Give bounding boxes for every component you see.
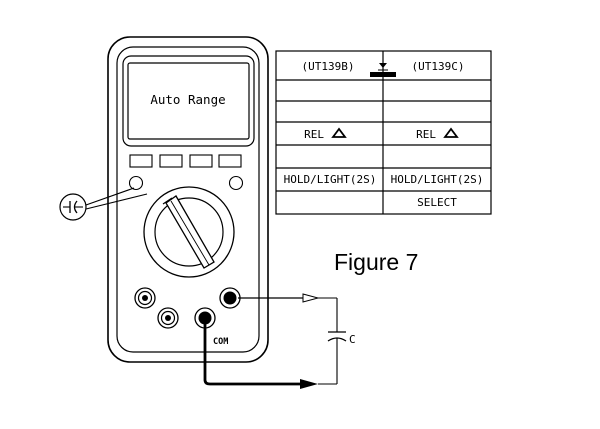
lcd-text: Auto Range — [150, 92, 225, 107]
black-probe-tip — [300, 379, 318, 389]
jack-ma-left[interactable] — [157, 307, 179, 329]
button-symbol-icon — [370, 58, 396, 77]
rotary-switch[interactable] — [143, 186, 235, 278]
rotary-switch-outer — [143, 186, 235, 278]
meter-inner-case — [116, 46, 260, 353]
function-button-1[interactable] — [129, 154, 153, 168]
function-buttons — [129, 154, 242, 168]
rotary-switch-pointer — [165, 195, 215, 269]
jack-a-left[interactable] — [134, 287, 156, 309]
capacitor-icon — [63, 200, 83, 214]
select-label: SELECT — [417, 196, 457, 209]
red-probe-tip — [302, 293, 320, 303]
rotary-switch-inner — [154, 197, 224, 267]
delta-icon-left — [331, 127, 347, 138]
lcd-screen — [127, 62, 250, 140]
hold-light-right-label: HOLD/LIGHT(2S) — [391, 173, 484, 186]
table-header-right: (UT139C) — [412, 60, 465, 73]
right-round-key[interactable] — [228, 175, 244, 191]
capacitance-callout — [59, 187, 148, 221]
function-button-3[interactable] — [189, 154, 213, 168]
rel-right-label: REL — [416, 128, 436, 141]
delta-icon-right — [443, 127, 459, 138]
function-button-2[interactable] — [159, 154, 183, 168]
function-button-4[interactable] — [218, 154, 242, 168]
function-table: (UT139B) (UT139C) REL REL HOLD/LIGHT(2S)… — [275, 50, 492, 215]
multimeter: Auto Range — [107, 36, 269, 363]
input-jacks — [134, 287, 241, 329]
black-test-lead — [203, 318, 302, 386]
hold-light-left-label: HOLD/LIGHT(2S) — [284, 173, 377, 186]
com-label: COM — [213, 337, 228, 347]
capacitance-indicator-circle — [59, 193, 87, 221]
left-round-key[interactable] — [128, 175, 144, 191]
test-circuit: C — [203, 293, 356, 389]
figure-caption: Figure 7 — [334, 249, 418, 275]
table-header-left: (UT139B) — [302, 60, 355, 73]
rel-left-label: REL — [304, 128, 324, 141]
meter-outer-case — [107, 36, 269, 363]
lcd-bezel — [122, 55, 255, 147]
capacitor-label: C — [349, 333, 356, 346]
